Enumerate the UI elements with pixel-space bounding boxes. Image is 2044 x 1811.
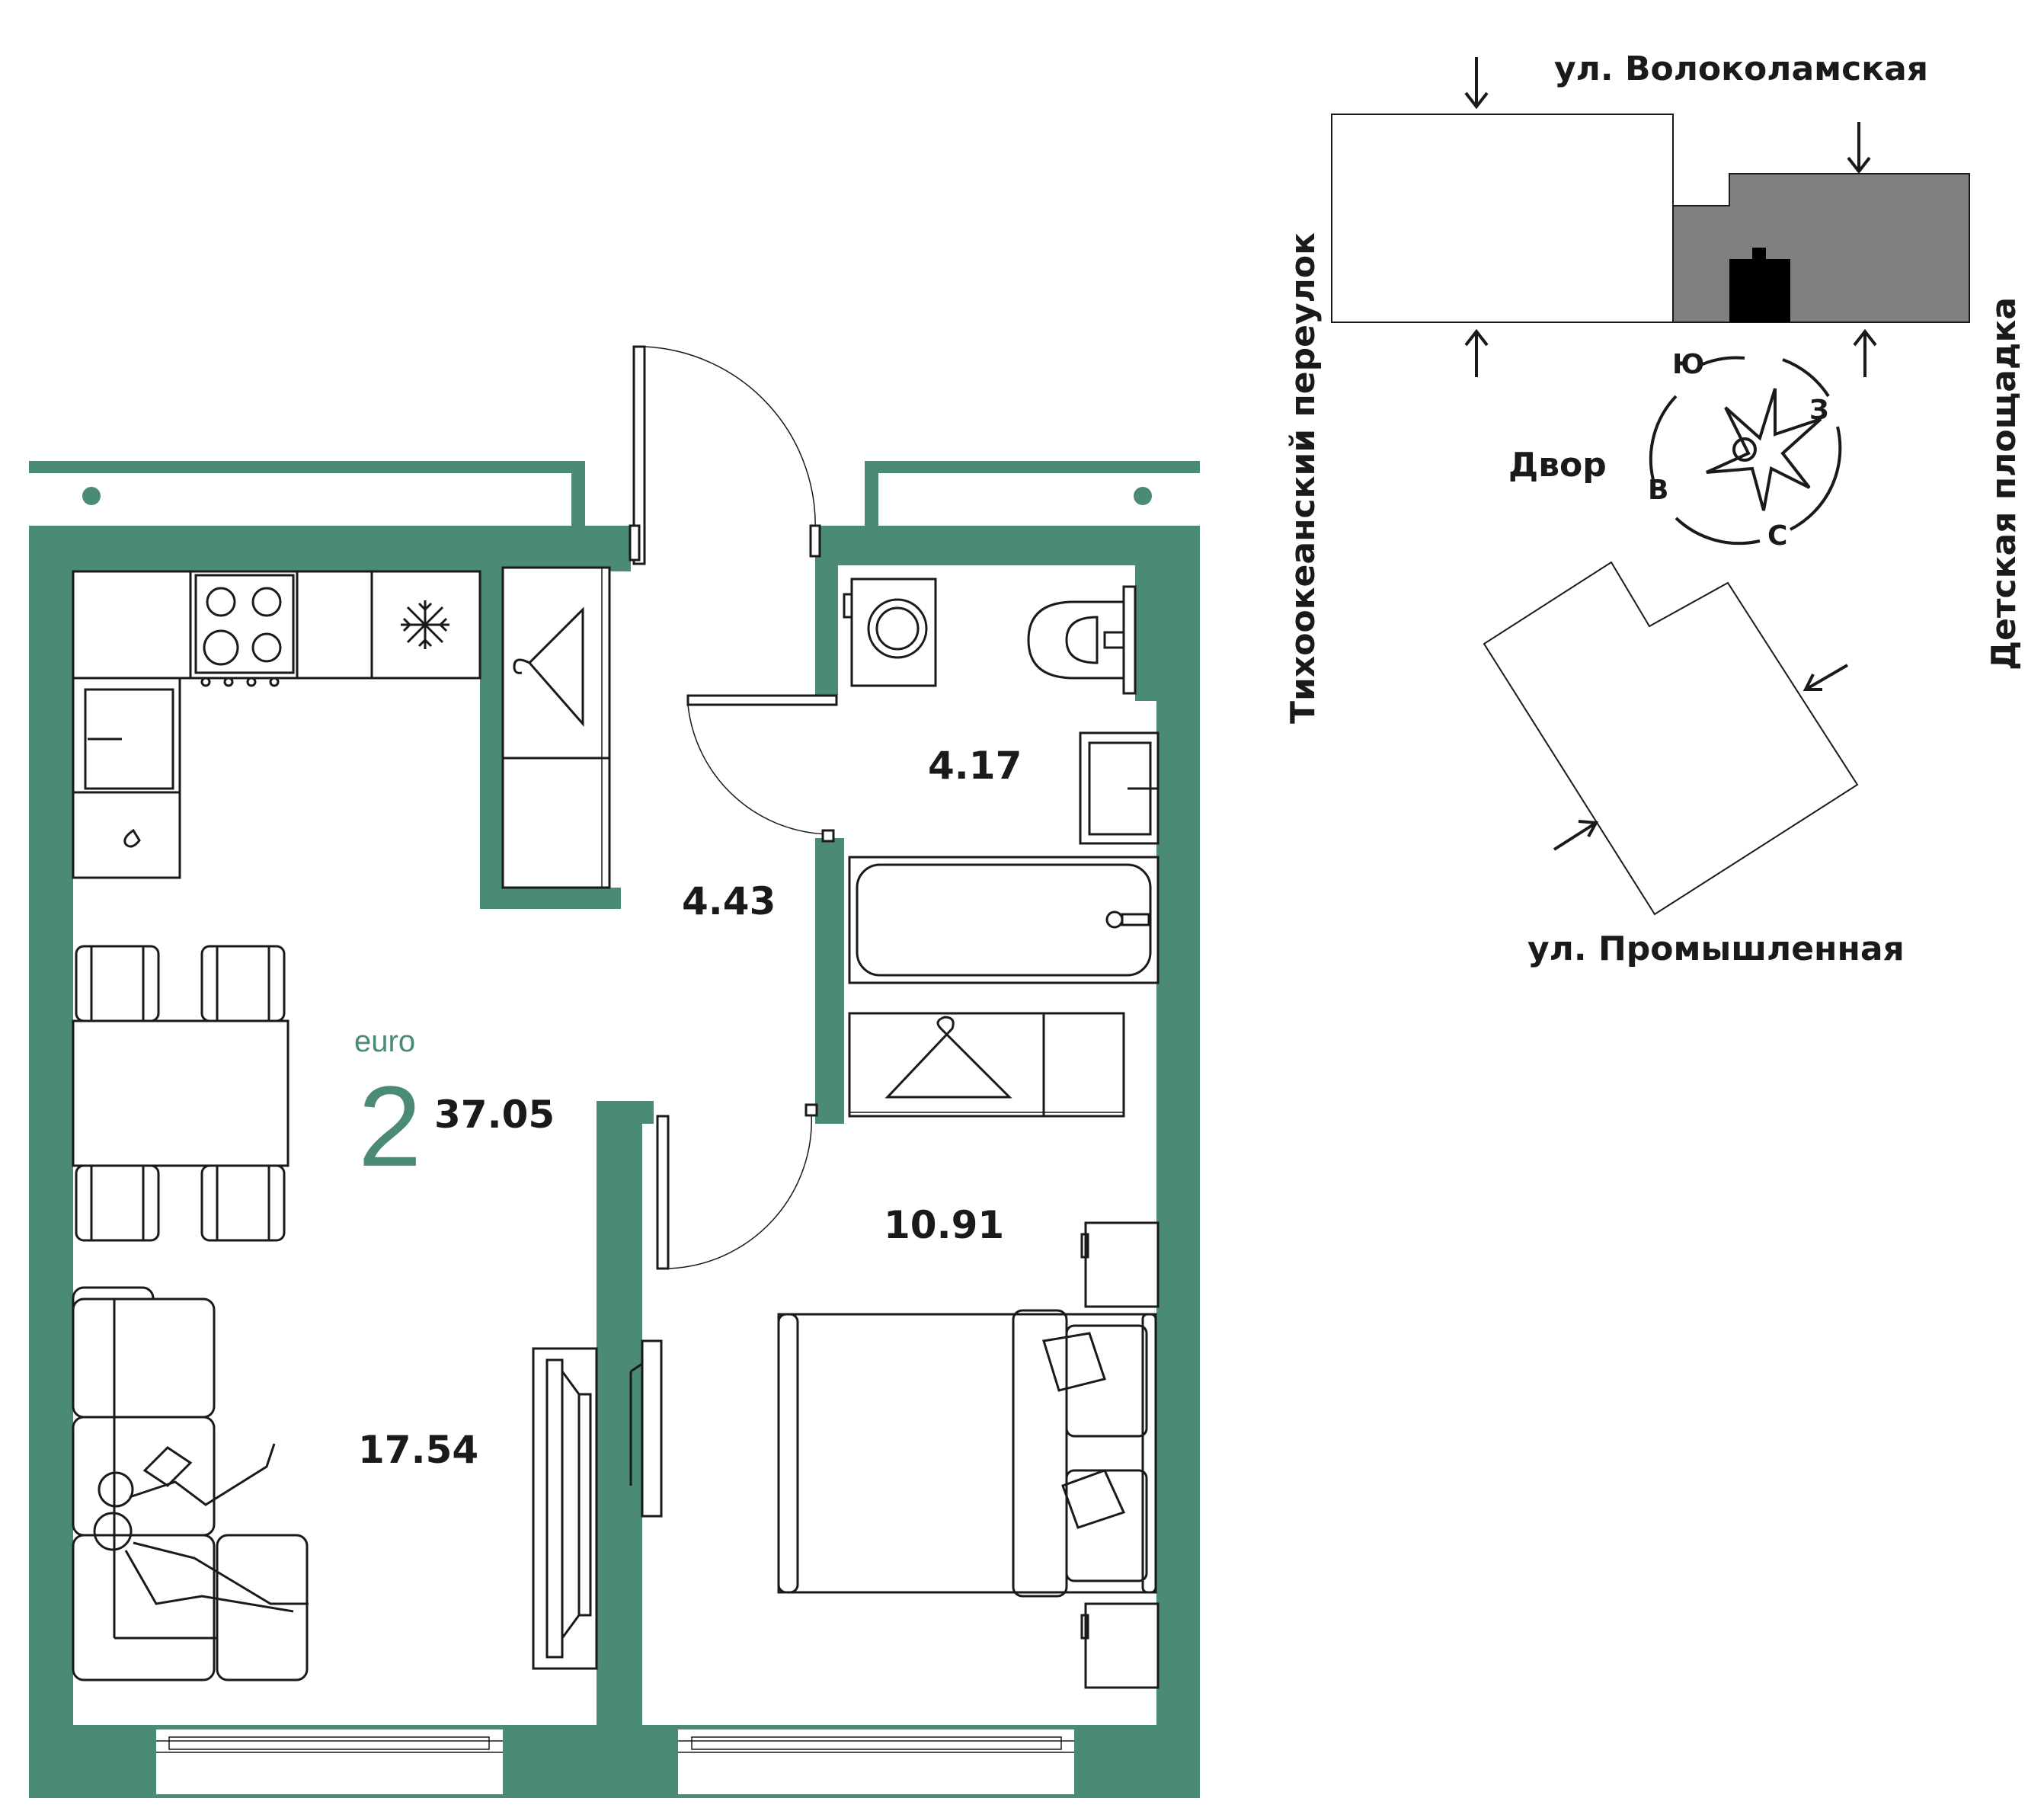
euro-label: euro [354,1025,415,1058]
lane-left: Тихоокеанский переулок [1284,232,1323,724]
washing-machine-icon [843,578,937,687]
current-building-marker [1729,259,1790,322]
window-bedroom [678,1729,1074,1794]
hanger-icon [513,606,584,727]
bathroom-fixtures [843,578,1160,984]
chair [75,945,160,1022]
compass-icon [1649,356,1842,546]
wall-bath-right-stub [1135,564,1158,701]
area-bathroom: 4.17 [928,744,1022,788]
tv-stand-icon [532,1347,598,1670]
sink-icon [1079,731,1160,845]
compass-west: З [1809,395,1829,426]
chair [200,1164,286,1242]
bedroom-door [656,1103,818,1270]
bed-icon [777,1221,1160,1689]
area-living-kitchen: 17.54 [358,1428,478,1472]
doors [629,345,838,1270]
kitchen-counter-side [72,677,181,879]
fridge-snowflake-icon [401,600,449,649]
wall-right [1156,526,1200,1798]
tv-stand-icon [629,1339,663,1518]
balcony-post-right [1134,487,1152,505]
balcony-rail-left-post [571,461,585,530]
playground-right: Детская площадка [1985,297,2023,670]
hanger-icon [884,1016,1012,1099]
sink-icon [73,688,180,848]
bathtub-icon [848,856,1160,984]
balcony-post-left [82,487,101,505]
dining-table [72,1019,289,1167]
windows [156,1729,1074,1794]
wall-bedroom-left-cap [597,1101,654,1124]
sofa-icon [72,1286,309,1681]
compass-south: Ю [1672,349,1704,380]
area-bedroom: 10.91 [884,1203,1004,1247]
compass-east: В [1648,475,1668,506]
compass-north: С [1767,520,1787,552]
street-bottom: ул. Промышленная [1527,929,1905,968]
chair [75,1164,160,1242]
nightstand [1084,1602,1160,1689]
stove-icon [194,574,295,687]
balcony-rail-right-post [865,461,878,530]
bedroom-closet [848,1012,1125,1118]
total-area: 37.05 [434,1093,555,1137]
wall-closet-bottom [480,888,621,909]
rooms-count: 2 [358,1062,421,1190]
balcony-rail-left [29,461,585,473]
site-plan: Ю З С В ул. Волоколамская ул. Промышленн… [1284,50,2023,968]
chair [200,945,286,1022]
nightstand [1084,1221,1160,1308]
area-labels: euro 2 37.05 17.54 4.43 4.17 10.91 [354,744,1022,1472]
toilet-icon [1027,585,1137,695]
kitchen [72,570,481,879]
entrance-arrow-icon [1464,57,1877,851]
building-block-icon [1672,173,1970,323]
area-hallway: 4.43 [682,879,776,923]
building-block-icon [1483,561,1859,916]
wall-left [29,526,73,1798]
entrance-door [629,345,821,565]
hall-closet [501,566,611,889]
building-block-icon [1331,114,1674,323]
courtyard-label: Двор [1508,446,1607,485]
wall-top-right [815,526,1200,565]
street-top: ул. Волоколамская [1554,50,1928,88]
dining-set [72,945,289,1242]
balcony-rail-right [865,461,1200,473]
wall-closet-left [480,568,503,907]
wall-bedroom-left [597,1101,642,1726]
wall-top-left [29,526,631,571]
window-living [156,1729,503,1794]
bathroom-door [686,694,838,843]
wall-bath-left-lower [815,838,844,1124]
